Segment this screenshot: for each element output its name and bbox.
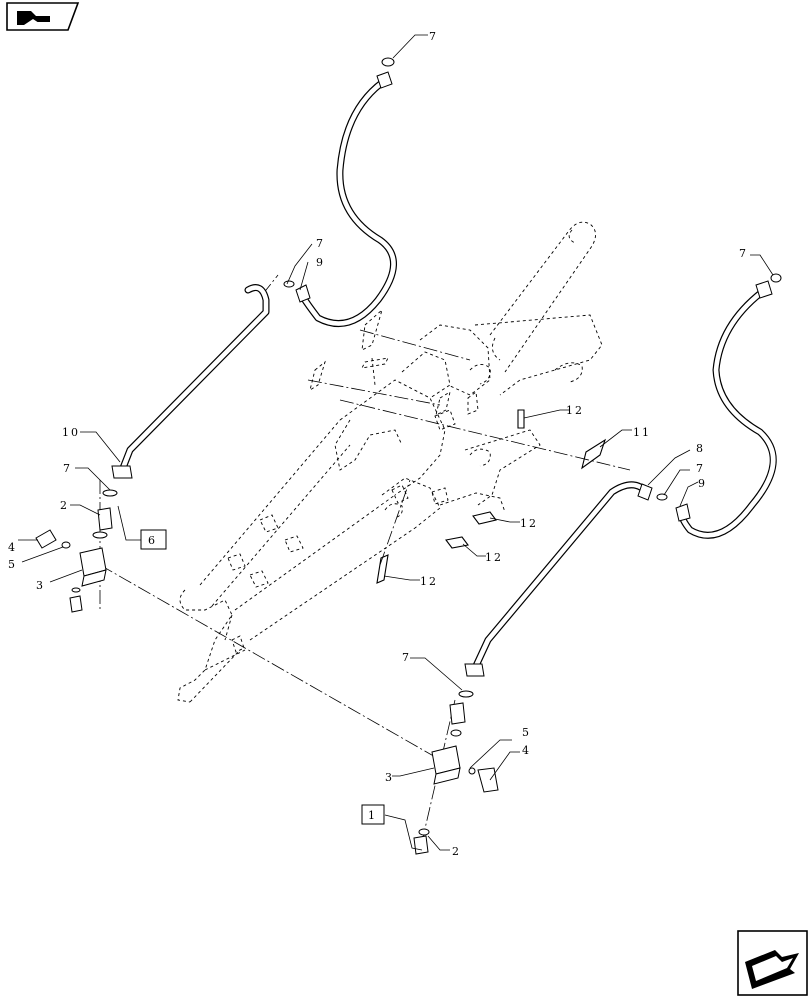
hose-right (675, 280, 777, 539)
callout-5-right: 5 (522, 726, 531, 739)
callout-3-left: 3 (36, 579, 45, 592)
callout-7-right: 7 (739, 247, 748, 260)
callout-1: 1 (368, 809, 377, 822)
callout-12-b: 12 (520, 517, 538, 530)
callout-6: 6 (148, 534, 157, 547)
decal-12-d (376, 554, 389, 584)
callout-8: 8 (696, 442, 705, 455)
callout-9-right: 9 (698, 477, 707, 490)
decal-12-b (472, 511, 497, 525)
callout-7-bottom: 7 (402, 651, 411, 664)
parts-right (283, 57, 782, 855)
callout-4-right: 4 (522, 744, 531, 757)
parts-left (35, 489, 118, 613)
callout-box-1[interactable]: 1 (361, 804, 385, 825)
callout-4-left: 4 (8, 541, 17, 554)
callout-3-right: 3 (385, 771, 394, 784)
callout-7-top: 7 (429, 30, 438, 43)
callout-7-left-b: 7 (63, 462, 72, 475)
book-page-icon[interactable] (6, 2, 80, 31)
decal-12-c (445, 536, 469, 549)
callout-12-d: 12 (420, 575, 438, 588)
callout-12-c: 12 (485, 551, 503, 564)
decal-11 (581, 438, 607, 470)
tube-right (464, 481, 653, 677)
next-page-arrow-icon[interactable] (737, 930, 808, 996)
tube-left (111, 284, 270, 479)
callout-9-left: 9 (316, 256, 325, 269)
decals (376, 409, 607, 584)
callout-2-left: 2 (60, 499, 69, 512)
callout-5-left: 5 (8, 558, 17, 571)
callout-10: 10 (62, 426, 80, 439)
callout-11: 11 (633, 426, 651, 439)
callout-7-right-b: 7 (696, 462, 705, 475)
hose-left-top (295, 71, 397, 328)
leader-lines (18, 34, 774, 851)
callout-labels: 7 7 9 10 7 2 4 5 3 7 12 11 8 7 9 12 12 1… (8, 30, 748, 858)
callout-2-right: 2 (452, 845, 461, 858)
callout-7-left: 7 (316, 237, 325, 250)
callout-12-a: 12 (566, 404, 584, 417)
callout-box-6[interactable]: 6 (140, 529, 167, 550)
decal-12-a (517, 409, 525, 429)
boom-outline (177, 221, 603, 703)
